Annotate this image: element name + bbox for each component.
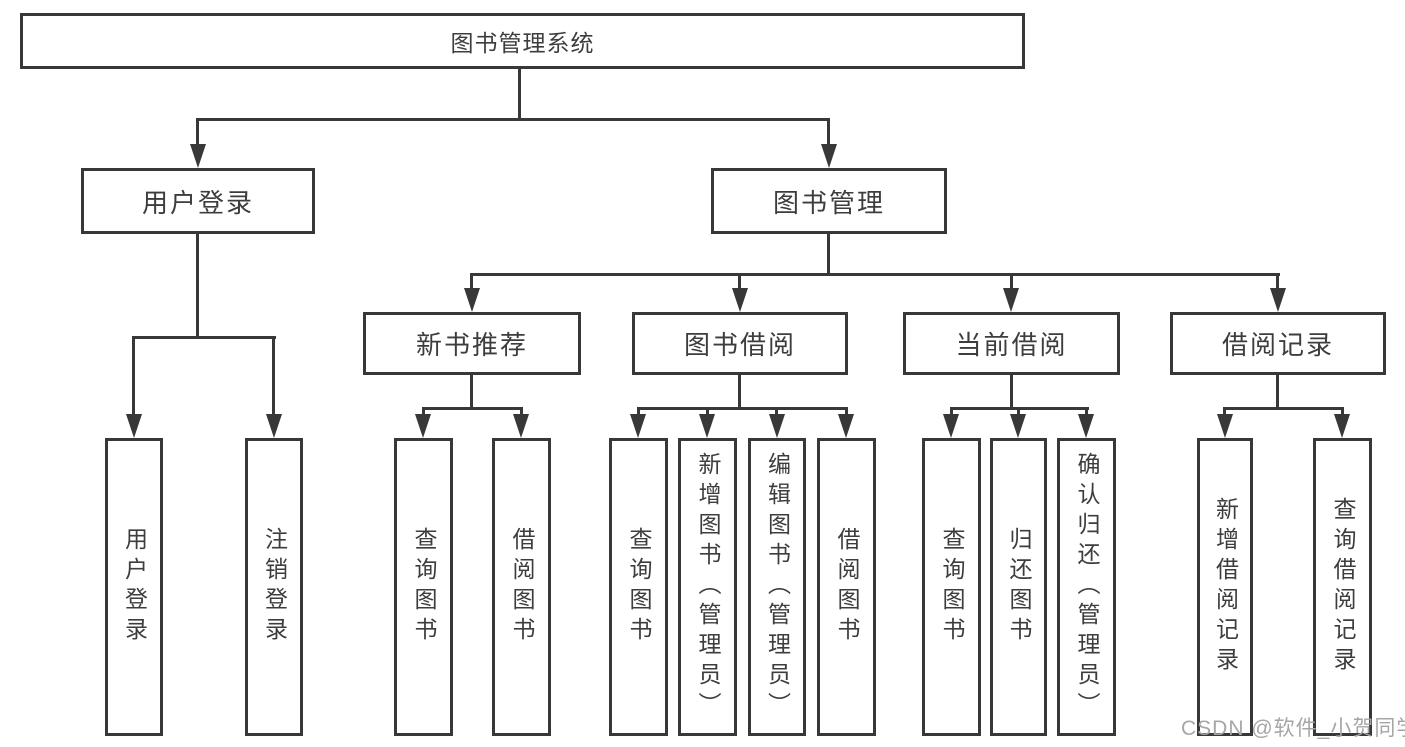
arrowhead (838, 414, 854, 438)
connector-drop-line (1276, 273, 1279, 293)
arrowhead (821, 144, 837, 168)
arrowhead (630, 414, 646, 438)
connector-drop-line (706, 407, 709, 419)
arrowhead (1217, 414, 1233, 438)
connector-drop-line (422, 407, 425, 419)
arrowhead (1078, 414, 1094, 438)
node-user-login-action: 用户登录 (105, 438, 163, 736)
node-add-borrow-record: 新增借阅记录 (1197, 438, 1253, 736)
connector-drop-line (827, 118, 830, 152)
connector-drop-line (1085, 407, 1088, 419)
arrowhead (769, 414, 785, 438)
connector-drop-line (1341, 407, 1344, 419)
node-borrow-book-action: 借阅图书 (817, 438, 876, 736)
connector-stem-user-login (196, 234, 199, 339)
connector-stem-borrowing (738, 375, 741, 410)
node-query-borrow-record: 查询借阅记录 (1313, 438, 1372, 736)
node-new-book-recommendation: 新书推荐 (363, 312, 581, 375)
connector-drop-line (637, 407, 640, 419)
arrowhead (126, 414, 142, 438)
connector-drop-line (470, 273, 473, 293)
node-book-management: 图书管理 (711, 168, 947, 234)
node-borrowing-records: 借阅记录 (1170, 312, 1386, 375)
node-borrow-book-recommend: 借阅图书 (492, 438, 551, 736)
connector-horizontal-level3 (470, 273, 1280, 276)
connector-stem-recommendation (470, 375, 473, 410)
node-confirm-return-admin: 确认归还（管理员） (1057, 438, 1116, 736)
arrowhead (699, 414, 715, 438)
connector-horizontal-level2 (196, 118, 830, 121)
arrowhead (513, 414, 529, 438)
node-logout-action: 注销登录 (245, 438, 303, 736)
connector-drop-line (520, 407, 523, 419)
connector-drop-line (1010, 273, 1013, 293)
connector-stem-root (518, 68, 521, 118)
node-add-book-admin: 新增图书（管理员） (678, 438, 737, 736)
node-current-borrowing: 当前借阅 (903, 312, 1120, 375)
node-book-borrowing: 图书借阅 (632, 312, 848, 375)
arrowhead (415, 414, 431, 438)
node-edit-book-admin: 编辑图书（管理员） (748, 438, 806, 736)
connector-drop-line (196, 118, 199, 152)
arrowhead (1003, 288, 1019, 312)
node-query-book-recommend: 查询图书 (394, 438, 453, 736)
arrowhead (464, 288, 480, 312)
watermark: CSDN @软件_小贺同学 (1181, 717, 1405, 740)
connector-stem-book-management (827, 234, 830, 276)
connector-drop-line (775, 407, 778, 419)
node-query-book-current: 查询图书 (922, 438, 981, 736)
node-return-book: 归还图书 (990, 438, 1047, 736)
node-user-login: 用户登录 (81, 168, 315, 234)
arrowhead (1270, 288, 1286, 312)
connector-drop-line (845, 407, 848, 419)
arrowhead (266, 414, 282, 438)
connector-stem-records (1276, 375, 1279, 410)
arrowhead (732, 288, 748, 312)
connector-drop-line (272, 336, 275, 418)
connector-drop-line (738, 273, 741, 293)
connector-horizontal-records (1223, 407, 1344, 410)
connector-drop-line (1017, 407, 1020, 419)
connector-horizontal-recommendation (422, 407, 523, 410)
connector-drop-line (132, 336, 135, 418)
connector-drop-line (950, 407, 953, 419)
arrowhead (1010, 414, 1026, 438)
arrowhead (1334, 414, 1350, 438)
connector-drop-line (1223, 407, 1226, 419)
arrowhead (943, 414, 959, 438)
connector-stem-current (1010, 375, 1013, 410)
arrowhead (190, 144, 206, 168)
connector-horizontal-user-login (132, 336, 276, 339)
node-library-system: 图书管理系统 (20, 13, 1025, 69)
connector-horizontal-borrowing (637, 407, 848, 410)
node-query-book-borrowing: 查询图书 (609, 438, 668, 736)
